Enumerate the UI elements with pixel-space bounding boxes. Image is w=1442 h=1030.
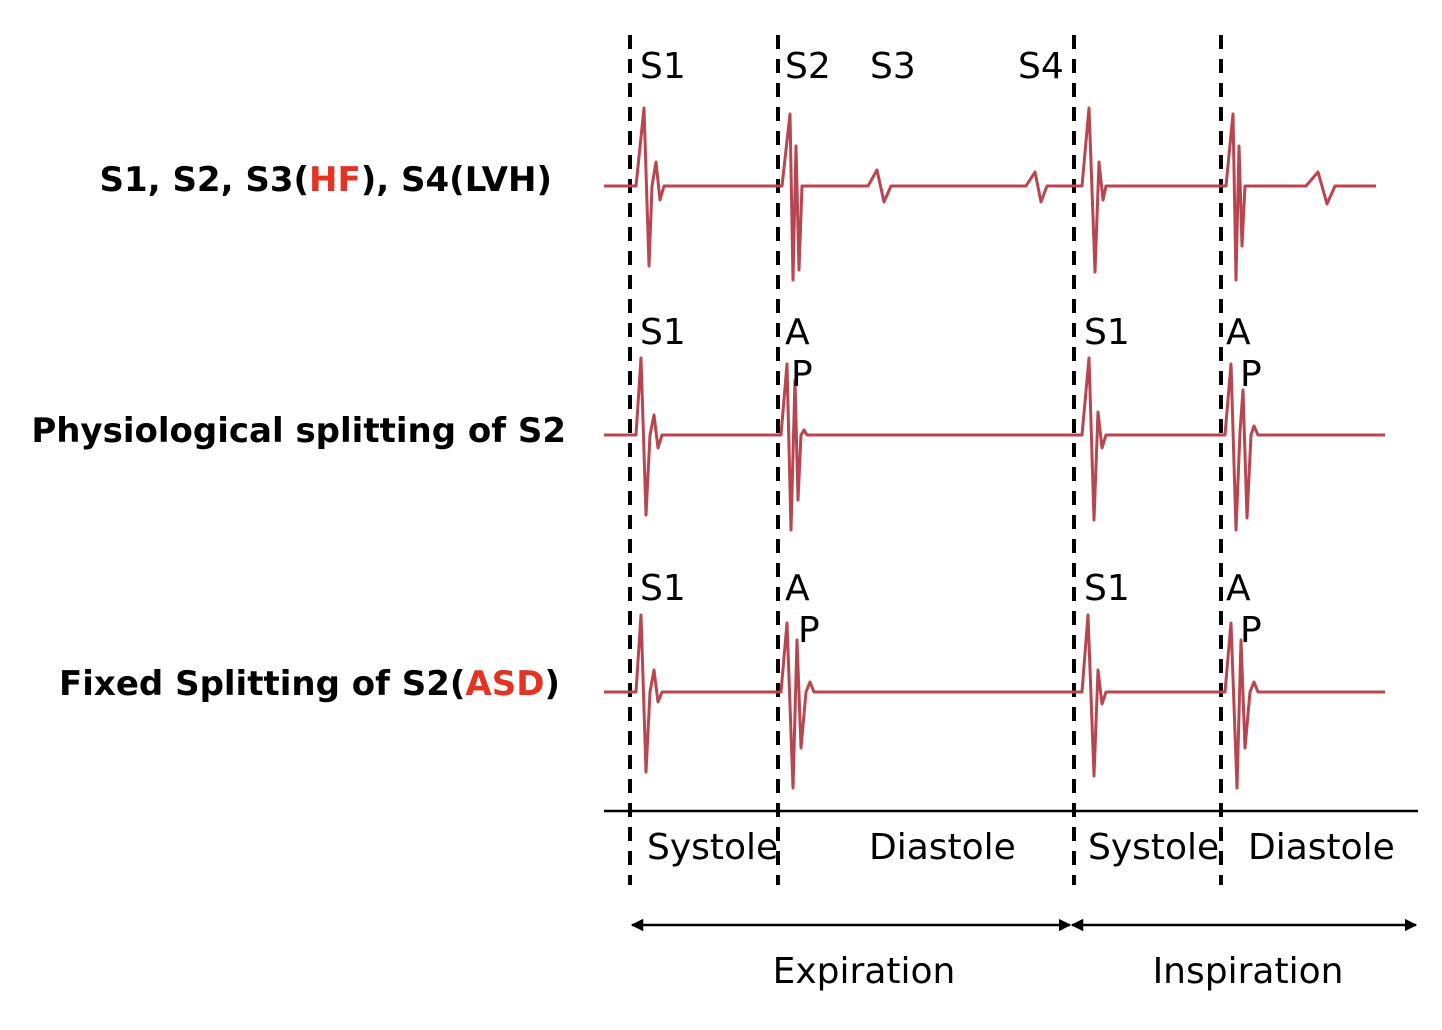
sound-label-s2: S2 (785, 46, 831, 87)
sound-label-pulmonic: P (1240, 354, 1262, 395)
sound-label-s1: S1 (640, 568, 686, 609)
respiration-label-expiration: Expiration (773, 951, 956, 992)
sound-label-aortic: A (785, 568, 810, 609)
phase-label-diastole: Diastole (869, 827, 1016, 868)
waveform-normal-sounds (604, 106, 1376, 282)
phase-label-diastole: Diastole (1248, 827, 1395, 868)
waveform-physiological-splitting (604, 356, 1385, 532)
waveform-fixed-splitting (604, 613, 1385, 790)
sound-label-aortic: A (1226, 312, 1251, 353)
phase-label-systole: Systole (647, 827, 778, 868)
sound-label-s3: S3 (870, 46, 916, 87)
sound-label-s1: S1 (640, 312, 686, 353)
sound-label-pulmonic: P (791, 354, 813, 395)
sound-label-pulmonic: P (798, 610, 820, 651)
sound-label-pulmonic: P (1240, 610, 1262, 651)
sound-label-s1: S1 (640, 46, 686, 87)
row-label-physiological-splitting: Physiological splitting of S2 (31, 411, 566, 451)
row-label-fixed-splitting: Fixed Splitting of S2(ASD) (59, 664, 560, 704)
phase-label-systole: Systole (1088, 827, 1219, 868)
sound-label-aortic: A (785, 312, 810, 353)
sound-label-s4: S4 (1018, 46, 1064, 87)
respiration-label-inspiration: Inspiration (1153, 951, 1344, 992)
sound-label-s1: S1 (1084, 312, 1130, 353)
sound-label-s1: S1 (1084, 568, 1130, 609)
sound-label-aortic: A (1226, 568, 1251, 609)
row-label-normal-sounds: S1, S2, S3(HF), S4(LVH) (99, 160, 552, 200)
